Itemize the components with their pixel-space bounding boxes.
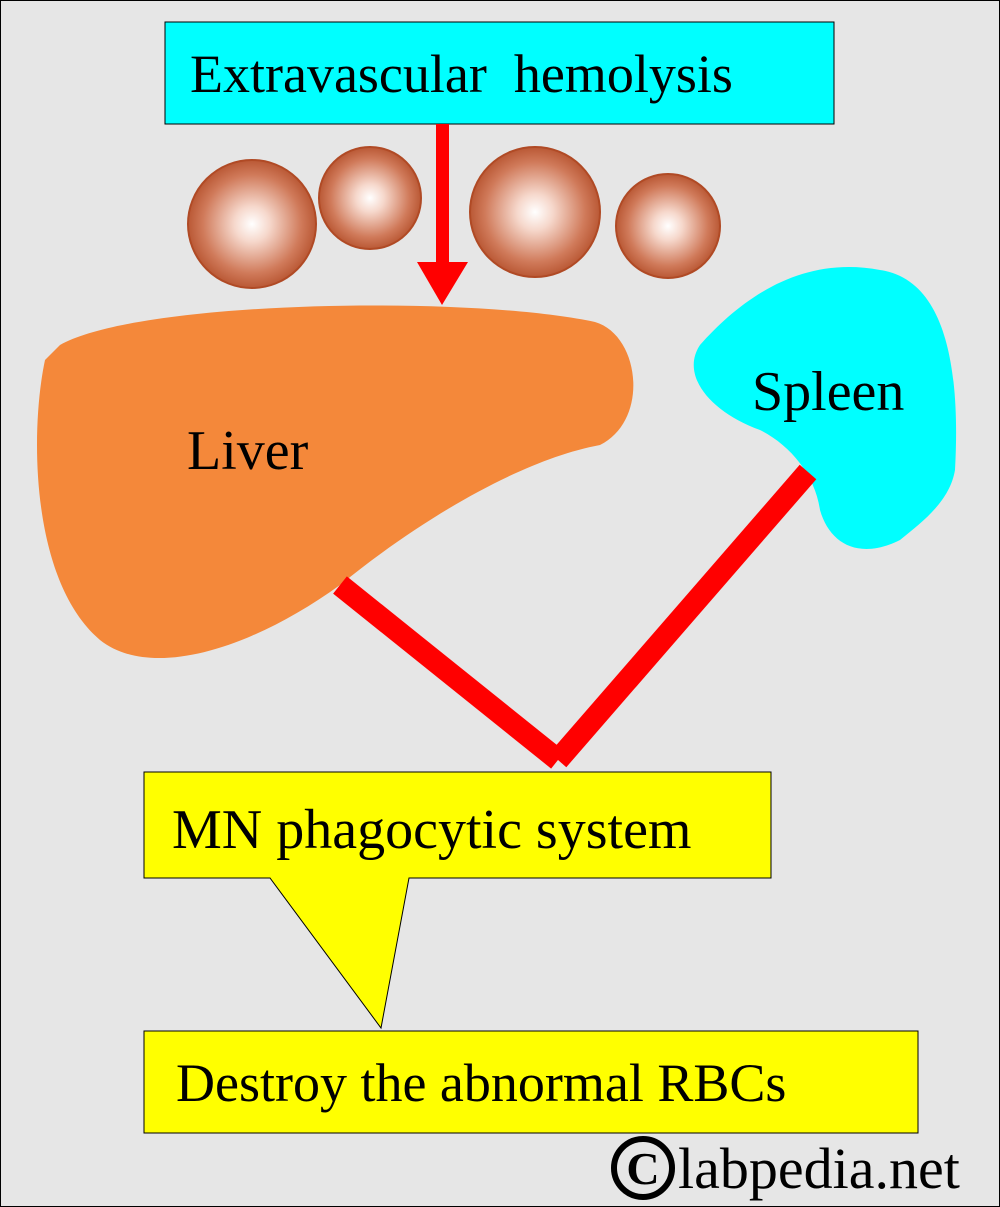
red-blood-cell-icon (469, 146, 601, 278)
title-text: Extravascular hemolysis (190, 44, 733, 104)
red-blood-cell-icon (187, 159, 317, 289)
watermark-text: labpedia.net (678, 1136, 960, 1201)
liver-connector-line (333, 576, 565, 769)
copyright-icon (611, 1136, 675, 1200)
red-blood-cell-icon (615, 173, 721, 279)
outcome-text: Destroy the abnormal RBCs (176, 1053, 786, 1113)
copyright-c: C (626, 1143, 659, 1194)
mn-callout-box (143, 771, 772, 1030)
spleen-label: Spleen (752, 361, 904, 423)
spleen-connector-line (549, 464, 817, 768)
red-blood-cell-icon (318, 146, 422, 250)
spleen-shape (693, 267, 957, 549)
arrow-down-icon (417, 124, 468, 305)
watermark: C labpedia.net (611, 1136, 960, 1201)
title-box (164, 21, 835, 125)
liver-shape (37, 305, 634, 659)
mn-system-text: MN phagocytic system (172, 799, 691, 861)
outcome-box (143, 1030, 919, 1134)
liver-label: Liver (187, 420, 309, 482)
